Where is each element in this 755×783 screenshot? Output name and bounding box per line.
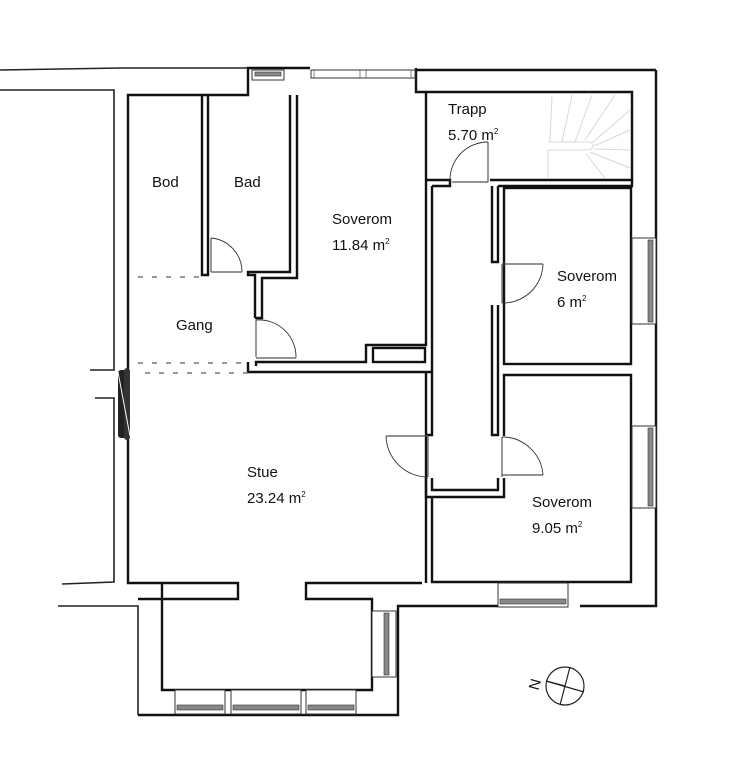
room-name: Soverom <box>332 211 393 228</box>
window-stue-east <box>371 610 397 678</box>
room-label-bad: Bad <box>234 172 261 194</box>
room-label-gang: Gang <box>176 315 213 337</box>
room-area-unit-superscript: 2 <box>301 490 306 499</box>
room-area-value: 9.05 m <box>532 520 578 537</box>
door-soverom-3[interactable] <box>501 436 544 477</box>
window-soverom-3-south <box>497 582 569 608</box>
room-name: Soverom <box>557 268 618 285</box>
room-area-unit-superscript: 2 <box>577 520 583 529</box>
room-label-soverom-3: Soverom 9.05 m2 <box>532 492 592 540</box>
door-bad[interactable] <box>210 237 243 273</box>
room-area: 6 m2 <box>557 288 617 314</box>
door-soverom-1[interactable] <box>255 319 297 359</box>
door-stue[interactable] <box>385 435 429 478</box>
door-soverom-2[interactable] <box>501 263 544 304</box>
room-name: Trapp <box>448 101 487 118</box>
room-area-value: 6 m <box>557 294 583 311</box>
doors <box>210 141 544 478</box>
room-area-unit-superscript: 2 <box>493 127 499 136</box>
room-area: 9.05 m2 <box>532 514 592 540</box>
room-area-value: 5.70 m <box>448 127 494 144</box>
window-stue-south-1 <box>174 689 226 715</box>
staircase <box>547 94 631 179</box>
room-area: 5.70 m2 <box>448 121 498 147</box>
interior-walls <box>200 92 634 584</box>
room-name: Stue <box>247 464 278 481</box>
neighbor-building <box>0 67 248 715</box>
window-soverom-2 <box>631 237 657 325</box>
room-area: 11.84 m2 <box>332 231 392 257</box>
window-soverom-3-east <box>631 425 657 509</box>
compass-icon <box>545 666 585 706</box>
door-trapp[interactable] <box>449 141 489 183</box>
open-boundaries <box>138 276 248 374</box>
room-area-value: 23.24 m <box>247 490 302 507</box>
room-label-stue: Stue 23.24 m2 <box>247 462 306 510</box>
room-label-soverom-2: Soverom 6 m2 <box>557 266 617 314</box>
room-name: Gang <box>176 317 213 334</box>
room-label-soverom-1: Soverom 11.84 m2 <box>332 209 392 257</box>
windows <box>174 69 657 715</box>
room-area: 23.24 m2 <box>247 484 306 510</box>
room-name: Soverom <box>532 494 593 511</box>
window-stue-south-3 <box>305 689 357 715</box>
window-stue-south-2 <box>230 689 302 715</box>
room-name: Bod <box>152 174 179 191</box>
room-area-unit-superscript: 2 <box>582 294 587 303</box>
window-soverom-1 <box>310 69 416 79</box>
exterior-walls <box>126 66 658 717</box>
room-label-bod: Bod <box>152 172 179 194</box>
entrance-door[interactable] <box>117 368 131 440</box>
room-name: Bad <box>234 174 261 191</box>
room-label-trapp: Trapp 5.70 m2 <box>448 99 498 147</box>
window-bad <box>251 69 285 81</box>
room-area-value: 11.84 m <box>332 237 386 254</box>
room-area-unit-superscript: 2 <box>385 237 390 246</box>
